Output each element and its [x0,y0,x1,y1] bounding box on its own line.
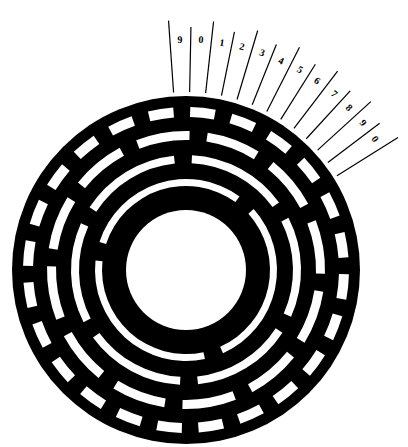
track-slot [32,321,51,348]
track-slot [229,114,256,132]
track-slot [324,313,342,340]
disc [12,21,398,444]
scale-number: 0 [370,135,381,145]
scale-number: 1 [218,37,224,48]
track-slot [52,357,75,383]
hub-hole [126,210,246,330]
track-slot [49,197,75,249]
track-slot [190,107,216,120]
track-slot [273,381,299,404]
scale-tick [169,21,174,93]
track-slot [220,209,277,353]
scale-number: 9 [178,35,183,45]
track-slot [281,218,301,317]
track-slot [95,260,205,361]
track-slot [148,108,174,122]
track-slot [266,131,292,154]
track-slot [30,200,48,227]
track-slot [108,116,135,135]
scale-tick [337,138,398,176]
track-slot [24,282,38,308]
track-slot [113,381,165,407]
track-slot [206,133,258,159]
track-slot [156,420,182,433]
track-slot [335,232,349,258]
scale-tick [206,22,214,94]
track-slot [297,158,320,184]
scale-tick [281,64,316,119]
track-slot [80,386,106,409]
scale-number: 3 [258,47,266,58]
scale-tick [318,102,371,150]
scale-number: 4 [277,55,286,66]
scale-number: 0 [198,35,204,45]
track-slot [182,391,235,409]
track-slot [307,220,325,273]
track-slot [297,290,323,342]
track-slot [23,240,36,266]
track-slot [136,131,189,149]
scale-number: 7 [328,88,338,99]
scale-tick [306,91,350,139]
track-slot [99,179,239,244]
scale-number: 8 [344,102,355,113]
scale-tick [267,47,300,111]
track-slot [116,408,143,426]
scale-tick [190,27,191,92]
scale-tick [252,44,276,104]
track-slot [47,266,65,319]
track-slot [47,164,70,190]
track-slot [237,404,264,423]
track-slot [74,136,100,159]
scale-tick [237,31,258,100]
track-slot [71,223,91,322]
disc-body [12,96,360,444]
track-slot [302,350,325,376]
scale-number: 6 [312,75,322,86]
scale-number: 5 [295,64,304,75]
track-slot [320,192,339,219]
track-slot [198,419,224,433]
track-slot [336,274,349,300]
scale-tick [294,71,338,128]
scale-number: 2 [238,41,245,52]
scale-number: 9 [357,118,368,128]
